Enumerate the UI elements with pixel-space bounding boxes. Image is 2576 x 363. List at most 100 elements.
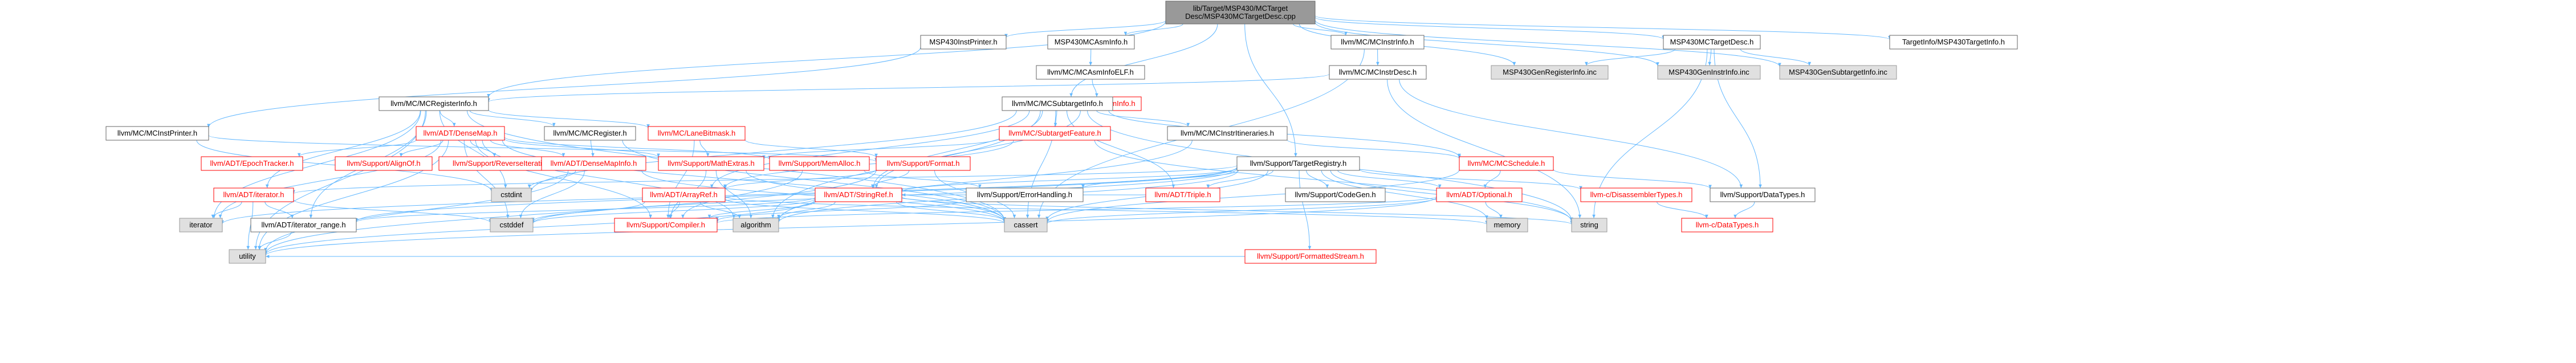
node-label: llvm/Support/AlignOf.h (347, 159, 420, 168)
node-label: cstddef (500, 221, 524, 229)
node-box (1145, 187, 1220, 202)
node-box (1036, 65, 1145, 80)
node-lanebitmask[interactable]: llvm/MC/LaneBitmask.h (648, 126, 746, 141)
node-fmtstream[interactable]: llvm/Support/FormattedStream.h (1244, 249, 1377, 264)
edge-targetregistry-to-iteratorh (292, 165, 1238, 194)
node-box (1681, 218, 1773, 233)
edge-stringref-to-utility (264, 199, 816, 255)
edge-mctargetdesc430-to-geninstrinfo (1708, 48, 1712, 66)
edge-stringref-to-compiler (707, 201, 816, 219)
node-iteratorh[interactable]: llvm/ADT/iterator.h (213, 187, 294, 202)
node-iterrange[interactable]: llvm/ADT/iterator_range.h (250, 218, 357, 233)
edge-densemap-to-reverseiter (470, 140, 497, 157)
edge-root-to-mcsubtargetinfo (1069, 23, 1218, 97)
node-box (1244, 249, 1377, 264)
edge-densemap-to-iterator_ext (218, 140, 442, 219)
node-instprinter430[interactable]: MSP430InstPrinter.h (920, 35, 1007, 50)
node-densemapinfo[interactable]: llvm/ADT/DenseMapInfo.h (541, 156, 646, 171)
node-mcsubtargetinfo[interactable]: llvm/MC/MCSubtargetInfo.h (1002, 96, 1113, 111)
node-mcinstritin[interactable]: llvm/MC/MCInstrItineraries.h (1167, 126, 1288, 141)
node-label: llvm-c/DisassemblerTypes.h (1590, 190, 1683, 199)
edge-format-to-utility (264, 170, 877, 254)
edge-root-to-mctargetdesc430 (1315, 17, 1665, 40)
node-box (1436, 187, 1523, 202)
node-mathextras[interactable]: llvm/Support/MathExtras.h (658, 156, 764, 171)
node-gensubtarget: MSP430GenSubtargetInfo.inc (1779, 65, 1897, 80)
node-label: algorithm (740, 221, 771, 229)
edge-subtargetfeature-to-string (1094, 140, 1573, 222)
node-asminfo430[interactable]: MSP430MCAsmInfo.h (1047, 35, 1135, 50)
edge-iterrange-to-utility (258, 231, 292, 250)
node-box (1285, 187, 1386, 202)
nodes-layer: lib/Target/MSP430/MCTargetDesc/MSP430MCT… (105, 1, 2018, 264)
edge-arrayref-to-memory (725, 196, 1488, 225)
node-datatypesh[interactable]: llvm/Support/DataTypes.h (1710, 187, 1816, 202)
node-label: llvm/ADT/Triple.h (1154, 190, 1211, 199)
node-targetinfo430[interactable]: TargetInfo/MSP430TargetInfo.h (1889, 35, 2018, 50)
edge-mcinstrdesc-to-mcreginfo (487, 74, 1330, 103)
edge-datatypesh-to-cdatatypes (1733, 201, 1755, 219)
node-box (1491, 65, 1609, 80)
node-errorhandling[interactable]: llvm/Support/ErrorHandling.h (966, 187, 1084, 202)
node-memalloc[interactable]: llvm/Support/MemAlloc.h (769, 156, 870, 171)
node-mcreginfo[interactable]: llvm/MC/MCRegisterInfo.h (379, 96, 489, 111)
edge-densemap-to-densemapinfo (490, 140, 565, 157)
node-densemap[interactable]: llvm/ADT/DenseMap.h (416, 126, 505, 141)
node-box (815, 187, 902, 202)
node-label: utility (239, 252, 256, 260)
edge-targetregistry-to-fmtstream (1299, 170, 1312, 250)
node-box (1571, 218, 1608, 233)
node-optional[interactable]: llvm/ADT/Optional.h (1436, 187, 1523, 202)
node-targetregistry[interactable]: llvm/Support/TargetRegistry.h (1236, 156, 1360, 171)
node-label: llvm/ADT/EpochTracker.h (210, 159, 294, 168)
edge-mcinstritin-to-mcschedule (1287, 139, 1461, 159)
node-mctargetdesc430[interactable]: MSP430MCTargetDesc.h (1663, 35, 1761, 50)
node-asminfoelf[interactable]: llvm/MC/MCAsmInfoELF.h (1036, 65, 1145, 80)
edge-stringref-to-cassert (896, 201, 1006, 222)
node-stringref[interactable]: llvm/ADT/StringRef.h (815, 187, 902, 202)
node-mcinstinfo[interactable]: llvm/MC/MCInstrInfo.h (1330, 35, 1425, 50)
node-mcschedule[interactable]: llvm/MC/MCSchedule.h (1459, 156, 1554, 171)
edge-targetregistry-to-iterator_ext (221, 166, 1238, 225)
node-disasmtypes[interactable]: llvm-c/DisassemblerTypes.h (1580, 187, 1692, 202)
node-label: llvm-c/DataTypes.h (1696, 221, 1759, 229)
node-subtargetfeature[interactable]: llvm/MC/SubtargetFeature.h (999, 126, 1111, 141)
node-mcregister[interactable]: llvm/MC/MCRegister.h (544, 126, 636, 141)
edge-subtargetfeature-to-mathextras (762, 138, 1000, 160)
node-format[interactable]: llvm/Support/Format.h (876, 156, 971, 171)
node-label: llvm/ADT/ArrayRef.h (650, 190, 717, 199)
node-box (876, 156, 971, 171)
edge-densemapinfo-to-cstdint (527, 170, 576, 189)
node-cdatatypes[interactable]: llvm-c/DataTypes.h (1681, 218, 1773, 233)
edge-targetregistry-to-optional (1337, 170, 1442, 189)
edge-targetregistry-to-iterrange (355, 167, 1238, 222)
node-triple[interactable]: llvm/ADT/Triple.h (1145, 187, 1220, 202)
node-box (1004, 218, 1048, 233)
node-iterator_ext: iterator (179, 218, 223, 233)
node-label: lib/Target/MSP430/MCTarget (1193, 4, 1288, 13)
node-arrayref[interactable]: llvm/ADT/ArrayRef.h (642, 187, 726, 202)
node-box (999, 126, 1111, 141)
node-alignof[interactable]: llvm/Support/AlignOf.h (335, 156, 433, 171)
edge-lanebitmask-to-mathextras (699, 140, 710, 157)
node-string: string (1571, 218, 1608, 233)
node-mcinstrdesc[interactable]: llvm/MC/MCInstrDesc.h (1329, 65, 1427, 80)
edge-root-to-asminfo430 (1124, 23, 1183, 36)
edge-mcsubtargetinfo-to-subtargetfeature (1053, 110, 1057, 127)
edge-iteratorh-to-iterrange (264, 201, 294, 219)
node-label: llvm/MC/MCInstrInfo.h (1341, 38, 1414, 46)
node-label: cstdint (500, 190, 522, 199)
node-mcinstprinter[interactable]: llvm/MC/MCInstPrinter.h (105, 126, 209, 141)
node-algorithm: algorithm (732, 218, 779, 233)
edge-root-to-mcinstinfo (1293, 23, 1348, 36)
node-box (614, 218, 718, 233)
edge-disasmtypes-to-cdatatypes (1657, 201, 1708, 219)
node-box (1486, 218, 1528, 233)
node-box (642, 187, 726, 202)
node-epochtracker[interactable]: llvm/ADT/EpochTracker.h (201, 156, 303, 171)
edge-densemapinfo-to-cstddef (519, 170, 585, 219)
node-codegen[interactable]: llvm/Support/CodeGen.h (1285, 187, 1386, 202)
edge-optional-to-utility (264, 197, 1437, 256)
node-compiler[interactable]: llvm/Support/Compiler.h (614, 218, 718, 233)
